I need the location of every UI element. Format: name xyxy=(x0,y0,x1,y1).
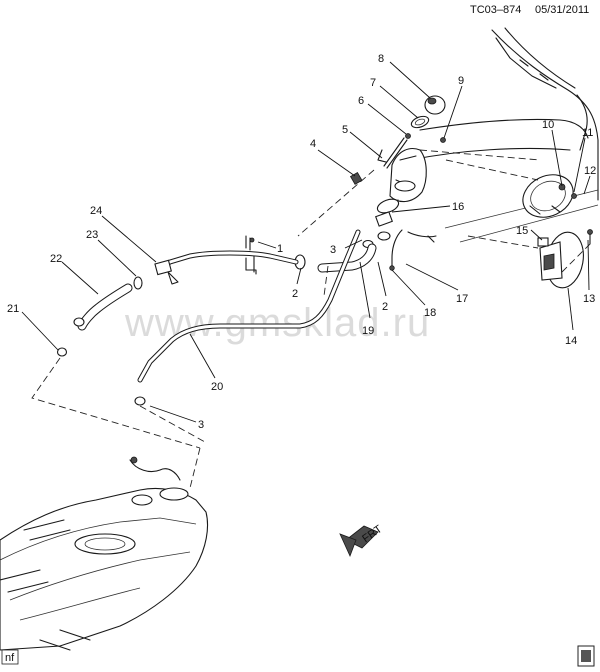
filler-neck-housing xyxy=(375,147,427,227)
callout-2b: 2 xyxy=(382,301,388,313)
callout-1: 1 xyxy=(277,243,283,255)
callout-numbers: 1 2 2 3 3 4 5 6 7 8 9 10 11 12 13 14 15 … xyxy=(7,53,596,431)
callout-4: 4 xyxy=(310,138,316,150)
corner-left-label: nf xyxy=(5,652,15,664)
callout-15: 15 xyxy=(516,225,528,237)
fuel-door-assembly xyxy=(537,229,593,289)
callout-10: 10 xyxy=(542,119,554,131)
callout-24: 24 xyxy=(90,205,102,217)
lower-hose xyxy=(56,276,143,357)
callout-3b: 3 xyxy=(198,419,204,431)
callout-2a: 2 xyxy=(292,288,298,300)
callout-16: 16 xyxy=(452,201,464,213)
front-direction-arrow: FRT xyxy=(339,523,385,558)
callout-9: 9 xyxy=(458,75,464,87)
callout-3a: 3 xyxy=(330,244,336,256)
callout-7: 7 xyxy=(370,77,376,89)
clamps xyxy=(134,171,391,406)
callout-20: 20 xyxy=(211,381,223,393)
callout-22: 22 xyxy=(50,253,62,265)
fuel-tank xyxy=(0,456,209,651)
callout-18: 18 xyxy=(424,307,436,319)
diagram-date: 05/31/2011 xyxy=(535,4,589,16)
callout-13: 13 xyxy=(583,293,595,305)
corner-book-icon xyxy=(577,645,595,667)
callout-23: 23 xyxy=(86,229,98,241)
vent-bracket xyxy=(389,229,437,271)
callout-11: 11 xyxy=(582,127,593,139)
callout-5: 5 xyxy=(342,124,348,136)
diagram-code: TC03–874 xyxy=(470,4,521,16)
callout-6: 6 xyxy=(358,95,364,107)
leader-lines xyxy=(21,61,591,423)
callout-12: 12 xyxy=(584,165,596,177)
vehicle-body-outline xyxy=(409,27,599,243)
fuel-cap-parts xyxy=(377,95,446,169)
routing-lines xyxy=(31,149,591,489)
vent-tube xyxy=(154,235,299,285)
callout-8: 8 xyxy=(378,53,384,65)
corner-marker-left: nf xyxy=(1,649,19,665)
fuel-door-pocket xyxy=(522,174,577,218)
filler-pipe xyxy=(317,243,377,273)
callout-21: 21 xyxy=(7,303,19,315)
callout-14: 14 xyxy=(565,335,577,347)
callout-17: 17 xyxy=(456,293,468,305)
callout-19: 19 xyxy=(362,325,374,337)
long-tube xyxy=(137,229,361,383)
